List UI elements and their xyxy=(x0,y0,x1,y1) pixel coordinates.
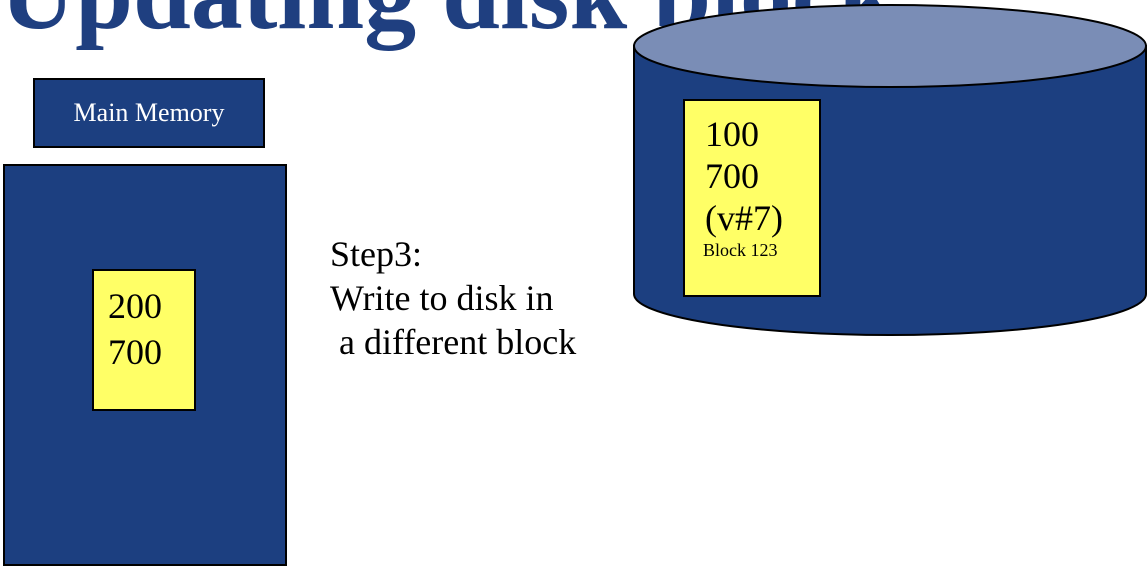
disk-block-line: (v#7) xyxy=(705,198,783,238)
step-line: Step3: xyxy=(330,234,423,274)
disk-block-line: 700 xyxy=(705,156,759,196)
step-description: Step3: Write to disk in a different bloc… xyxy=(330,232,576,364)
main-memory-label: Main Memory xyxy=(73,98,225,127)
disk-block-caption: Block 123 xyxy=(703,240,778,260)
memory-block: 200 700 xyxy=(92,269,196,411)
step-line: a different block xyxy=(330,322,577,362)
memory-block-line: 700 xyxy=(108,332,162,372)
memory-block-line: 200 xyxy=(108,286,162,326)
disk-block: 100 700 (v#7) Block 123 xyxy=(683,99,821,297)
main-memory-label-box: Main Memory xyxy=(33,78,265,148)
disk-block-line: 100 xyxy=(705,114,759,154)
step-line: Write to disk in xyxy=(330,278,554,318)
disk-top xyxy=(633,4,1147,88)
